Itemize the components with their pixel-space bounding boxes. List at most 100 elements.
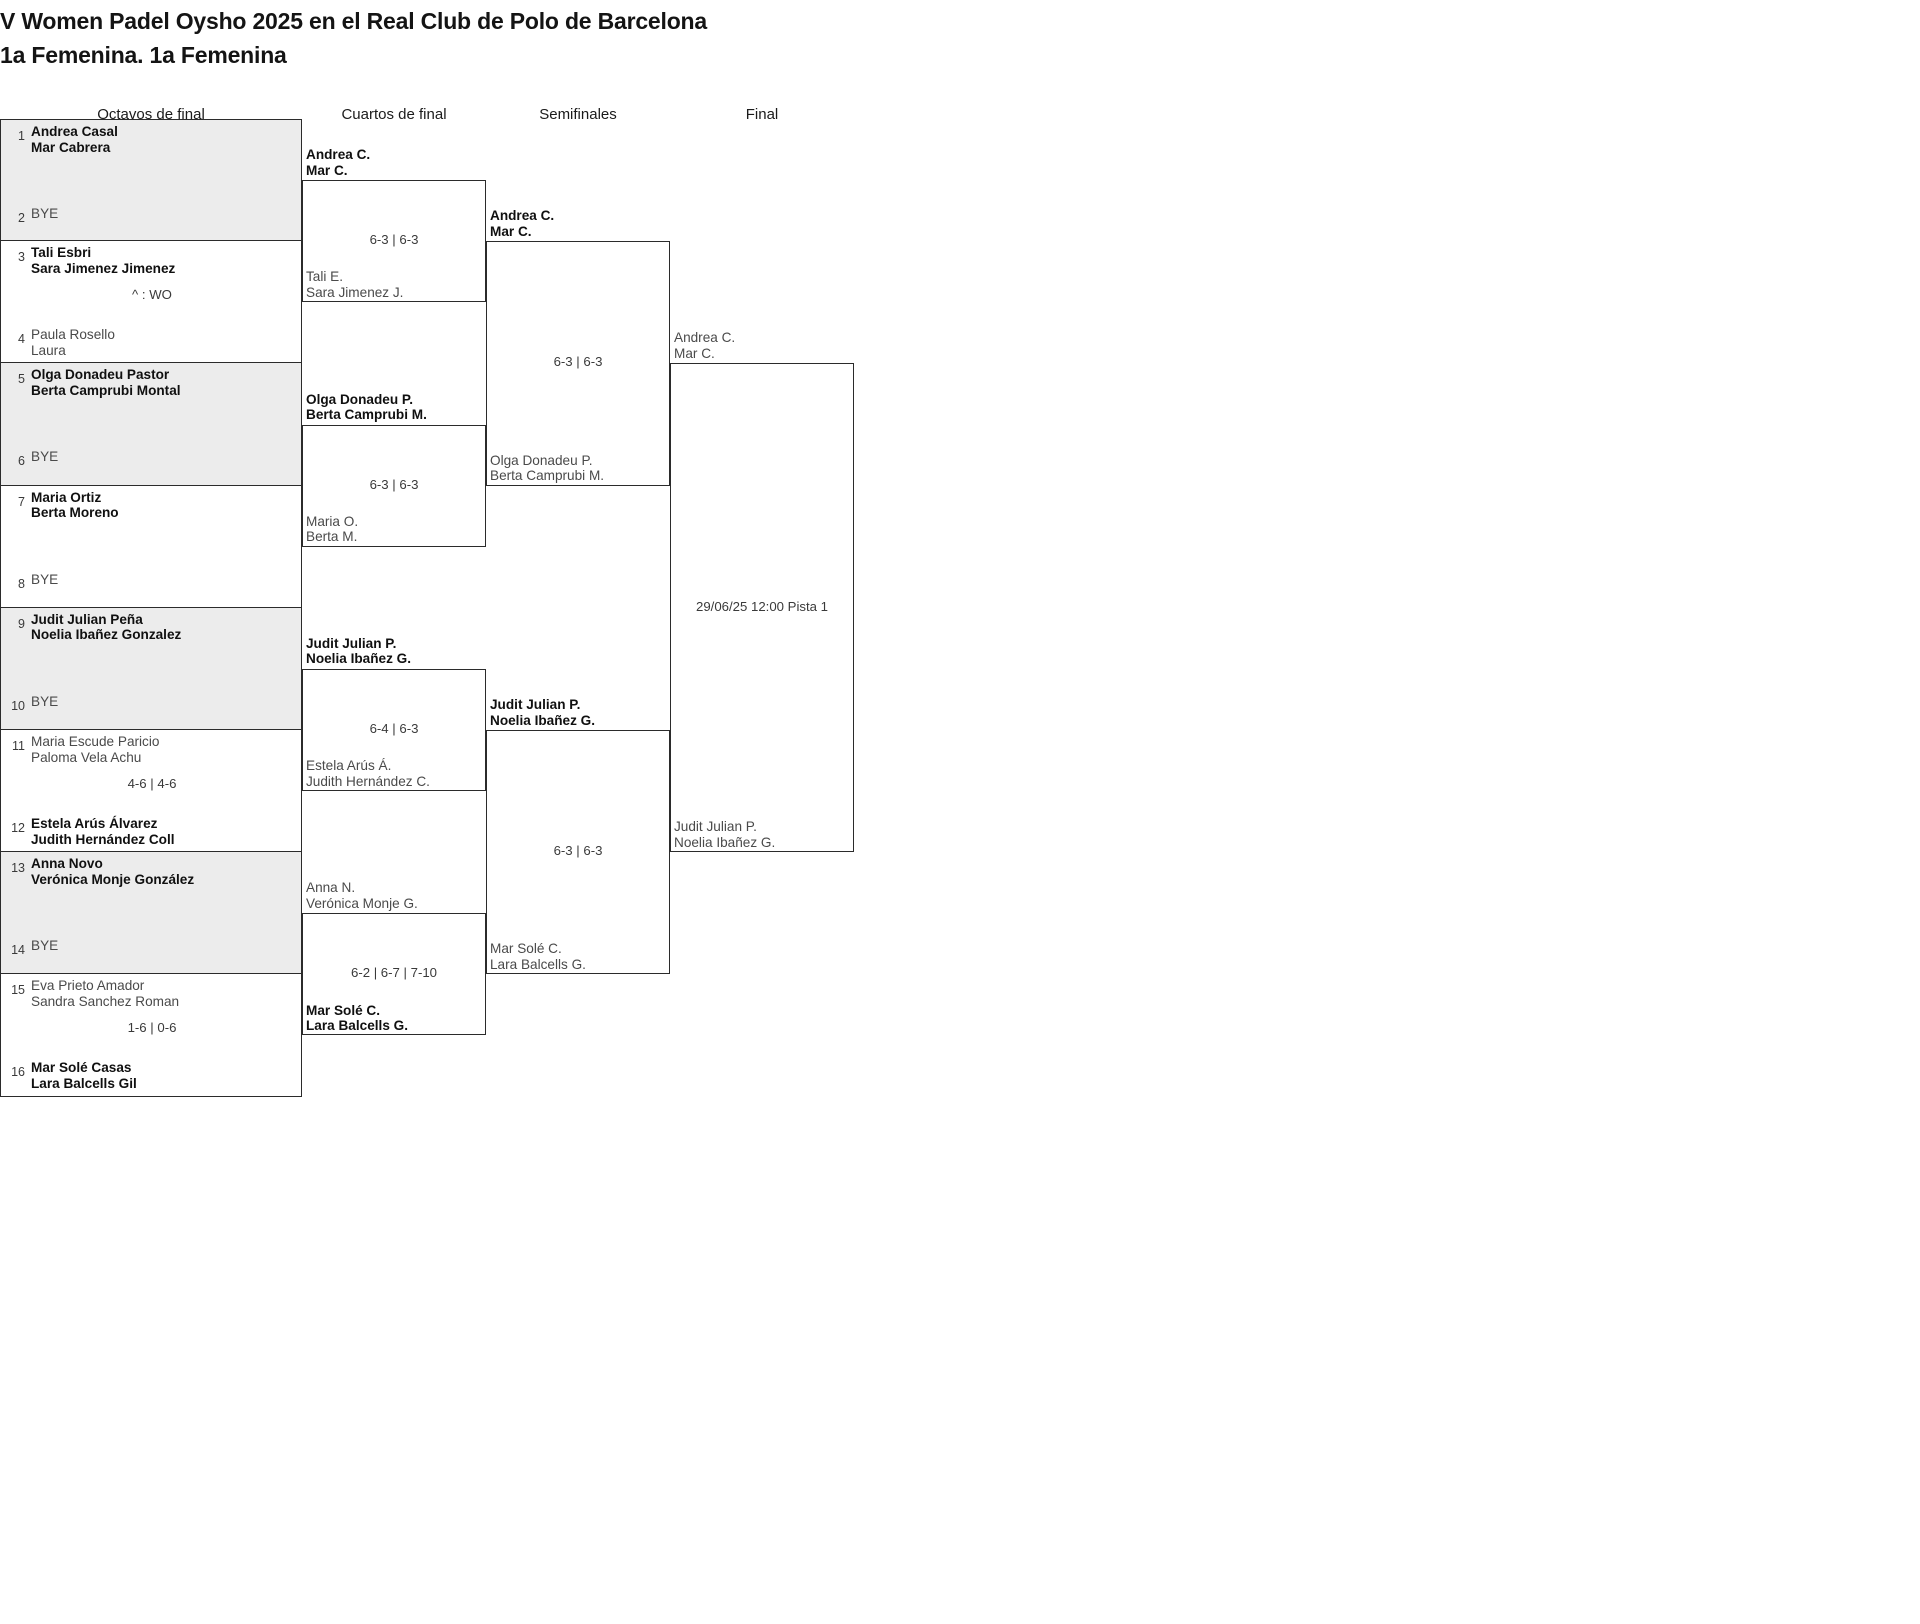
- player-name: Tali E.: [306, 269, 344, 285]
- player-name: BYE: [31, 571, 59, 587]
- seed-number: 8: [18, 576, 25, 591]
- bracket-connector-round2[interactable]: [302, 913, 486, 1036]
- seed-number: 6: [18, 454, 25, 469]
- player-name: BYE: [31, 206, 59, 221]
- match-score: ^ : WO: [132, 287, 172, 303]
- player-name: Judit Julian Peña: [31, 611, 143, 627]
- player-name: Berta Camprubi M.: [306, 407, 427, 423]
- player-name: Olga Donadeu Pastor: [31, 367, 170, 383]
- player-name: Noelia Ibañez G.: [306, 651, 411, 667]
- bracket-connector-round2[interactable]: [302, 180, 486, 303]
- seed-number: 13: [11, 861, 25, 876]
- bracket-connector-round2[interactable]: [302, 668, 486, 792]
- seed-number: 12: [11, 821, 25, 835]
- player-name: Judit Julian P.: [674, 819, 757, 835]
- seed-number: 11: [12, 739, 25, 753]
- player-name: Olga Donadeu P.: [490, 452, 593, 468]
- player-name: Berta Camprubi Montal: [31, 382, 181, 398]
- player-name: Mar C.: [490, 223, 532, 239]
- player-name: Olga Donadeu P.: [306, 391, 414, 407]
- player-name: Mar Solé C.: [306, 1002, 381, 1018]
- bracket-slot[interactable]: 14 BYE: [1, 936, 303, 957]
- bracket-slot[interactable]: 6 BYE: [1, 447, 303, 468]
- player-name: Mar C.: [306, 162, 348, 178]
- tournament-category: 1a Femenina. 1a Femenina: [0, 42, 287, 68]
- player-name: Laura: [31, 342, 66, 358]
- seed-number: 9: [18, 616, 25, 631]
- bracket-team-name: Judit Julian P.Noelia Ibañez G.: [306, 636, 482, 667]
- match-score: 4-6 | 4-6: [127, 776, 177, 791]
- bracket-team-name: Judit Julian P.Noelia Ibañez G.: [674, 819, 850, 850]
- player-name: Judit Julian P.: [490, 697, 581, 712]
- player-name: Anna Novo: [31, 856, 103, 872]
- player-name: BYE: [31, 693, 59, 709]
- tournament-name: V Women Padel Oysho 2025 en el Real Club…: [0, 8, 707, 34]
- bracket-team-name: BYE: [31, 692, 58, 710]
- bracket-team-name: Olga Donadeu P.Berta Camprubi M.: [490, 453, 666, 484]
- match-score: 6-3 | 6-3: [369, 232, 419, 248]
- player-name: Lara Balcells Gil: [31, 1075, 137, 1091]
- bracket-team-name: Maria O.Berta M.: [306, 514, 482, 545]
- seed-number: 15: [11, 983, 25, 998]
- bracket-connector-round3[interactable]: [486, 241, 670, 486]
- player-name: Estela Arús Á.: [306, 758, 392, 774]
- match-schedule-info: 29/06/25 12:00 Pista 1: [696, 598, 828, 614]
- player-name: Estela Arús Álvarez: [31, 816, 158, 831]
- player-name: Judith Hernández Coll: [31, 831, 175, 847]
- bracket-slot[interactable]: 8 BYE: [1, 570, 303, 591]
- player-name: Maria Ortiz: [31, 489, 102, 505]
- bracket-connector-round3[interactable]: [486, 730, 670, 975]
- bracket-team-name: Andrea C.Mar C.: [490, 208, 666, 239]
- bracket-team-name: BYE: [31, 447, 58, 465]
- player-name: Berta Camprubi M.: [490, 468, 605, 484]
- player-name: Lara Balcells G.: [306, 1018, 409, 1034]
- player-name: Berta M.: [306, 529, 358, 545]
- match-score: 6-3 | 6-3: [553, 354, 603, 370]
- round-header-final: Final: [745, 106, 779, 123]
- bracket-connector-final[interactable]: [670, 363, 854, 853]
- bracket-team-name: Mar Solé C.Lara Balcells G.: [306, 1003, 482, 1034]
- match-score: 6-4 | 6-3: [369, 721, 419, 736]
- player-name: Judit Julian P.: [306, 635, 397, 651]
- bracket-team-name: BYE: [31, 204, 58, 222]
- round-header-row: Octavos de final Cuartos de final Semifi…: [0, 106, 1100, 134]
- round-header-semifinales: Semifinales: [539, 106, 617, 123]
- bracket-team-name: BYE: [31, 936, 58, 954]
- bracket-team-name: Judit Julian P.Noelia Ibañez G.: [490, 697, 666, 728]
- bracket-connector-round2[interactable]: [302, 424, 486, 547]
- seed-number: 5: [18, 372, 25, 387]
- seed-number: 4: [18, 332, 25, 347]
- bracket-team-name: Estela Arús Á.Judith Hernández C.: [306, 758, 482, 789]
- seed-number: 14: [11, 943, 25, 958]
- bracket-team-name: Olga Donadeu P.Berta Camprubi M.: [306, 392, 482, 423]
